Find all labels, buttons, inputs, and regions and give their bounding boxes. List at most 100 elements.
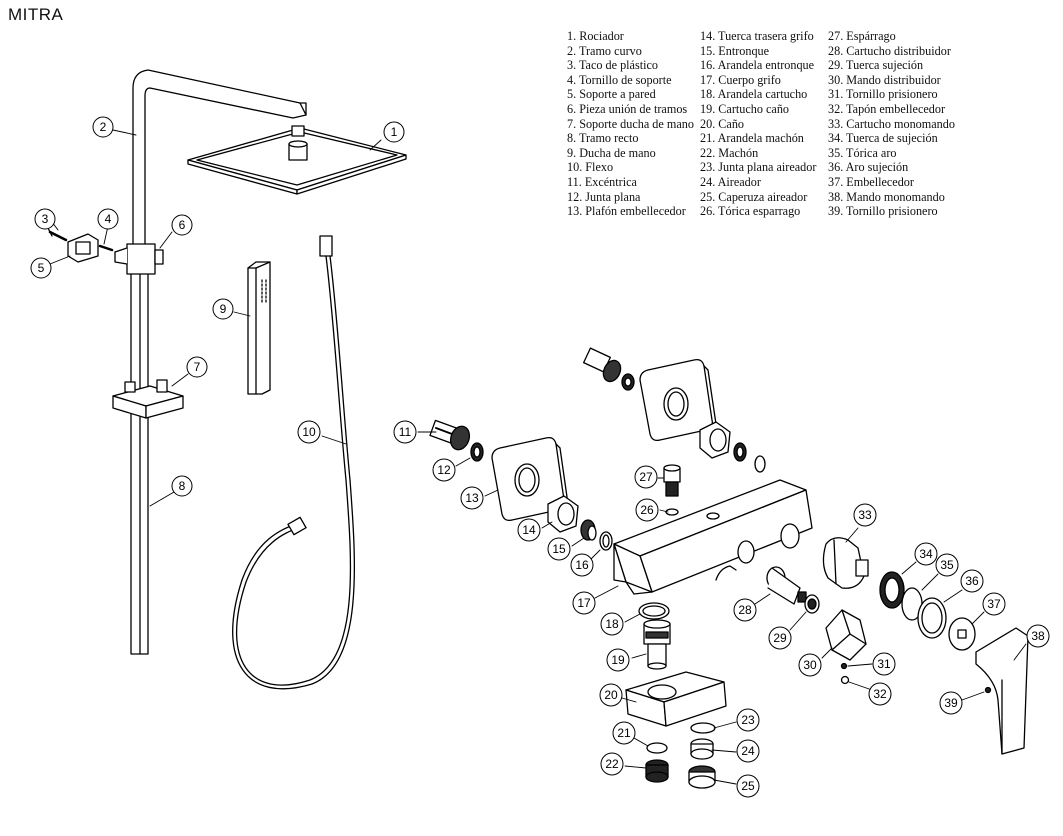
callout-label: 24 [741,744,755,758]
legend-item: 32. Tapón embellecedor [828,101,946,116]
legend-item: 28. Cartucho distribuidor [828,43,951,58]
legend-item: 19. Cartucho caño [700,101,790,116]
legend-item: 18. Arandela cartucho [700,87,808,102]
callout-label: 38 [1031,629,1045,643]
callout-label: 10 [302,425,316,439]
mixer-lever-part [975,627,1029,755]
legend-item: 6. Pieza unión de tramos [567,101,688,116]
valve-body-part [613,479,813,595]
callout-24: 24 [736,739,760,763]
callout-16: 16 [570,553,594,577]
legend-item: 35. Tórica aro [828,145,897,160]
connector-washer-part [599,531,613,551]
flat-gasket-part [470,442,484,462]
legend-item: 12. Junta plana [567,189,641,204]
legend-item: 39. Tornillo prisionero [828,204,938,219]
callout-3: 3 [34,208,56,230]
legend-item: 29. Tuerca sujeción [828,58,924,73]
legend-item: 20. Caño [700,116,745,131]
legend-item: 2. Tramo curvo [567,43,642,58]
callout-27: 27 [634,465,658,489]
callout-label: 31 [877,657,891,671]
eccentric-top-part [582,347,635,391]
callout-7: 7 [186,356,208,378]
callout-23: 23 [736,708,760,732]
callout-30: 30 [798,653,822,677]
rain-head-part [187,125,407,195]
cover-plate-part [491,436,569,522]
callout-label: 6 [179,218,186,232]
callout-6: 6 [171,214,193,236]
aerator-part [690,738,714,760]
callout-label: 14 [522,523,536,537]
legend-item: 31. Tornillo prisionero [828,87,938,102]
stud-part [663,464,681,516]
callout-label: 15 [552,542,566,556]
legend-item: 22. Machón [700,145,759,160]
eccentric-part [429,419,471,451]
legend-item: 8. Tramo recto [567,131,639,146]
callout-5: 5 [30,257,52,279]
callout-31: 31 [872,652,896,676]
legend-item: 5. Soporte a pared [567,87,656,102]
callout-label: 21 [617,726,631,740]
callout-12: 12 [432,458,456,482]
callout-2: 2 [92,116,114,138]
callout-label: 1 [391,125,398,139]
callout-label: 33 [858,508,872,522]
legend-item: 36. Aro sujeción [828,160,909,175]
callout-label: 5 [38,261,45,275]
callout-20: 20 [599,683,623,707]
legend-column-1: 1. Rociador 2. Tramo curvo 3. Taco de pl… [567,29,694,219]
retaining-nut-part [804,594,820,614]
legend-item: 37. Embellecedor [828,174,914,189]
callout-label: 20 [604,688,618,702]
callout-label: 17 [577,596,591,610]
callout-4: 4 [97,208,119,230]
rear-nut-part [547,495,579,533]
nipple-part [645,759,669,783]
escutcheon-part [948,617,976,651]
callout-38: 38 [1026,624,1050,648]
callout-9: 9 [212,298,234,320]
legend-item: 25. Caperuza aireador [700,189,808,204]
callout-11: 11 [393,420,417,444]
aerator-cap-part [688,765,716,789]
legend-item: 7. Soporte ducha de mano [567,116,694,131]
legend-item: 24. Aireador [700,174,761,189]
callout-28: 28 [733,598,757,622]
callout-label: 26 [640,503,654,517]
legend-column-2: 14. Tuerca trasera grifo 15. Entronque 1… [700,29,816,219]
mixer-nut-part [879,571,905,609]
legend-item: 1. Rociador [567,29,624,43]
curved-arm-part [132,69,307,251]
callout-label: 34 [919,547,933,561]
callout-39: 39 [939,691,963,715]
legend-item: 11. Excéntrica [567,174,637,189]
callout-label: 22 [605,757,619,771]
callout-label: 11 [399,425,412,439]
legend-item: 3. Taco de plástico [567,58,658,73]
callout-18: 18 [600,612,624,636]
hand-shower-holder-part [112,379,184,419]
callout-22: 22 [600,752,624,776]
callout-label: 36 [965,574,979,588]
distributor-cartridge-part [766,566,807,605]
flange-washer-part [646,742,668,754]
callout-label: 4 [105,212,112,226]
connector-part [580,519,597,541]
callout-15: 15 [547,537,571,561]
callout-14: 14 [517,518,541,542]
legend-item: 14. Tuerca trasera grifo [700,29,814,43]
straight-tube-part [130,257,149,655]
mounting-ring-part [917,597,947,639]
legend-item: 34. Tuerca de sujeción [828,131,938,146]
callout-37: 37 [982,592,1006,616]
callout-25: 25 [736,774,760,798]
callout-21: 21 [612,721,636,745]
callout-26: 26 [635,498,659,522]
legend-item: 38. Mando monomando [828,189,945,204]
lever-screw-part [984,686,992,694]
wall-bracket-part [47,227,114,263]
